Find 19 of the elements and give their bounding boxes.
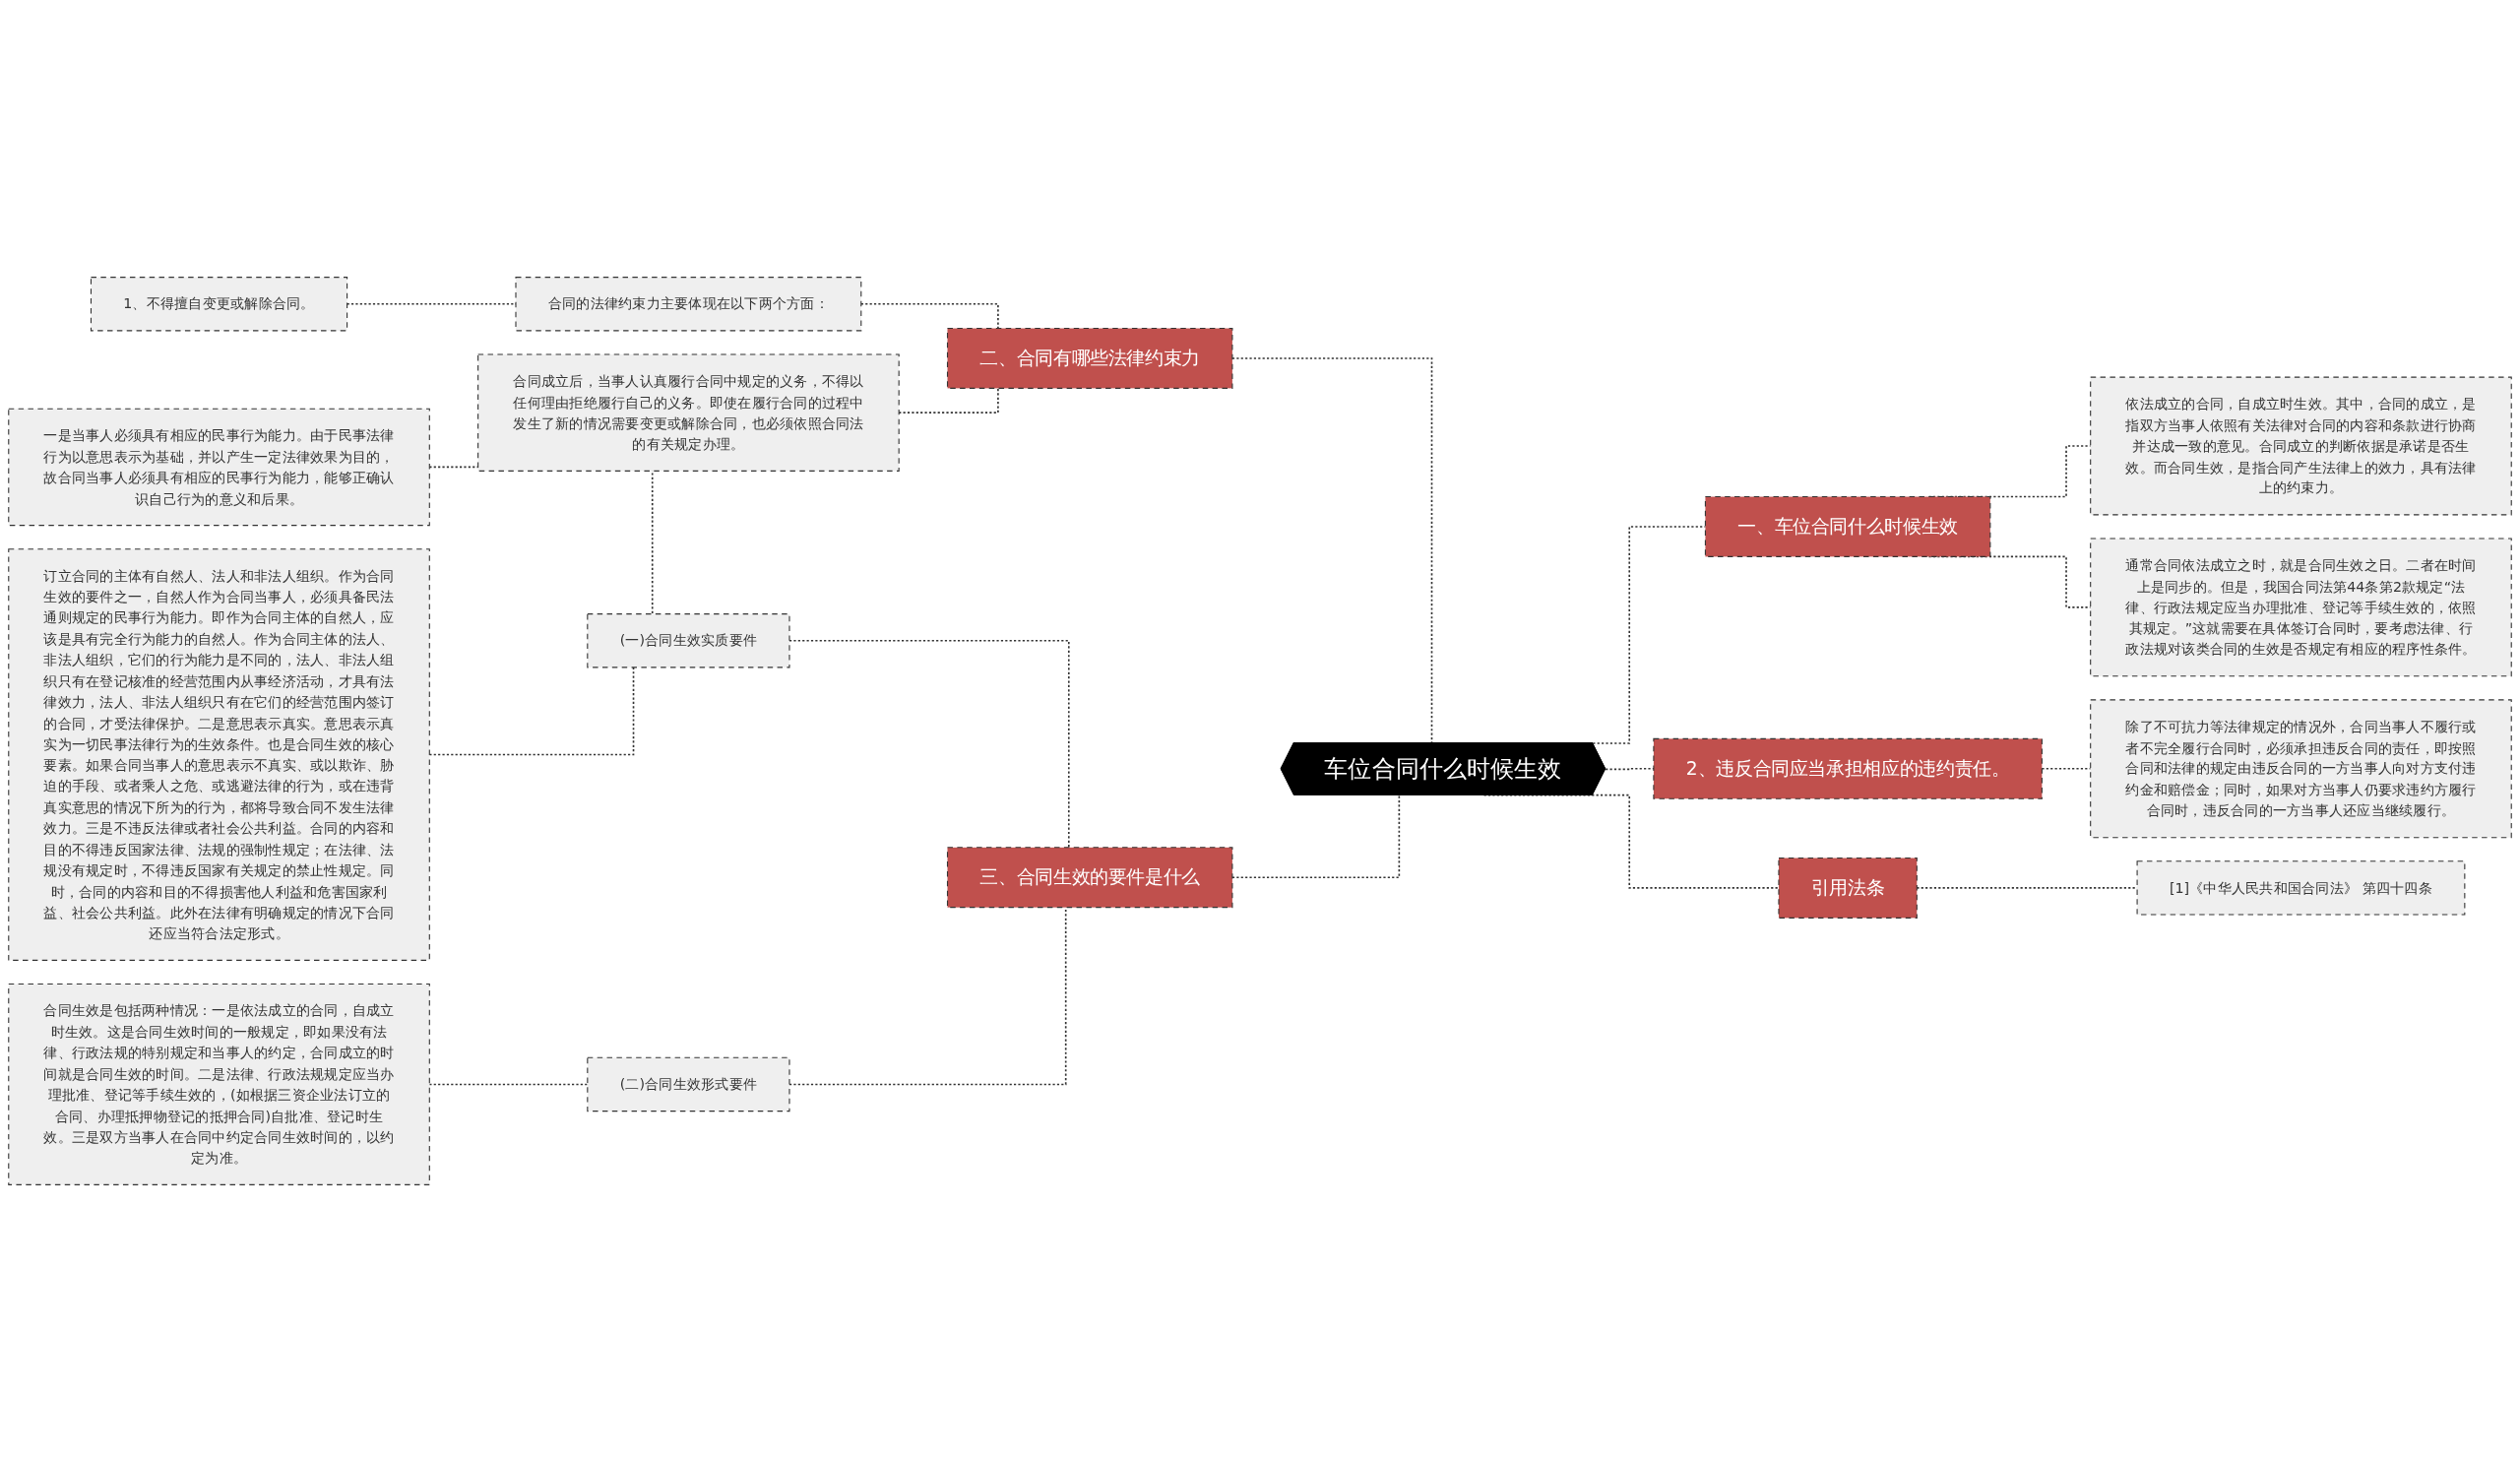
node-box: 依法成立的合同，自成立时生效。其中，合同的成立，是指双方当事人依照有关法律对合同的内容和条款进行协商并达成一致的意见。合同成立的判断依据是承诺是否生效。而合同生效，是指合同产生法律上的效力，具有法律上的约束力。 — [2090, 376, 2512, 516]
node-box: 除了不可抗力等法律规定的情况外，合同当事人不履行或者不完全履行合同时，必须承担违反合同的责任，即按照合同和法律的规定由违反合同的一方当事人向对方支付违约金和赔偿金；同时，如果对方当事人仍要求违约方履行合同时，违反合同的一方当事人还应当继续履行。 — [2090, 699, 2512, 839]
node-box: 二、合同有哪些法律约束力 — [946, 327, 1233, 389]
node-box: 三、合同生效的要件是什么 — [946, 847, 1233, 909]
connector — [788, 639, 1070, 849]
node-box: (二)合同生效形式要件 — [587, 1056, 790, 1112]
node-box: 通常合同依法成立之时，就是合同生效之日。二者在时间上是同步的。但是，我国合同法第44条第2款规定“法律、行政法规定应当办理批准、登记等手续生效的，依照其规定。”这就需要在具体签订合同时，要考虑法律、行政法规对该类合同的生效是否规定有相应的程序性条件。 — [2090, 538, 2512, 677]
node-box: 引用法条 — [1778, 857, 1918, 919]
node-box: 一、车位合同什么时候生效 — [1704, 496, 1991, 557]
connector — [1231, 794, 1401, 879]
node-box: (一)合同生效实质要件 — [587, 613, 790, 668]
node-box: 一是当事人必须具有相应的民事行为能力。由于民事法律行为以意思表示为基础，并以产生一定法律效果为目的，故合同当事人必须具有相应的民事行为能力，能够正确认识自己行为的意义和后果。 — [8, 408, 430, 527]
node-box: 1、不得擅自变更或解除合同。 — [90, 277, 348, 332]
node-box: [1]《中华人民共和国合同法》 第四十四条 — [2136, 860, 2466, 916]
node-box: 合同的法律约束力主要体现在以下两个方面： — [515, 277, 862, 332]
node-box: 2、违反合同应当承担相应的违约责任。 — [1653, 737, 2043, 799]
node-box: 订立合同的主体有自然人、法人和非法人组织。作为合同生效的要件之一，自然人作为合同当事人，必须具备民法通则规定的民事行为能力。即作为合同主体的自然人，应该是具有完全行为能力的自然人。作为合同主体的法人、非法人组织，它们的行为能力是不同的，法人、非法人组织只有在登记核准的经营范围内从事经济活动，才具有法律效力，法人、非法人组织只有在它们的经营范围内签订的合同，才受法律保护。二是意思表示真实。意思表示真实为一切民事法律行为的生效条件。也是合同生效的核心要素。如果合同当事人的意思表示不真实、或以欺诈、胁迫的手段、或者乘人之危、或逃避法律的行为，或在违背真实意思的情况下所为的行为，都将导致合同不发生法律效力。三是不违反法律或者社会公共利益。合同的内容和目的不得违反国家法律、法规的强制性规定；在法律、法规没有规定时，不得违反国家有关规定的禁止性规定。同时，合同的内容和目的不得损害他人利益和危害国家利益、社会公共利益。此外在法律有明确规定的情况下合同还应当符合法定形式。 — [8, 548, 430, 961]
node-box: 合同成立后，当事人认真履行合同中规定的义务，不得以任何理由拒绝履行自己的义务。即使在履行合同的过程中发生了新的情况需要变更或解除合同，也必须依照合同法的有关规定办理。 — [477, 353, 900, 472]
node-box: 合同生效是包括两种情况：一是依法成立的合同，自成立时生效。这是合同生效时间的一般规定，即如果没有法律、行政法规的特别规定和当事人的约定，合同成立的时间就是合同生效的时间。二是法律、行政法规规定应当办理批准、登记等手续生效的，(如根据三资企业法订立的合同、办理抵押物登记的抵押合同)自批准、登记时生效。三是双方当事人在合同中约定合同生效时间的，以约定为准。 — [8, 983, 430, 1185]
